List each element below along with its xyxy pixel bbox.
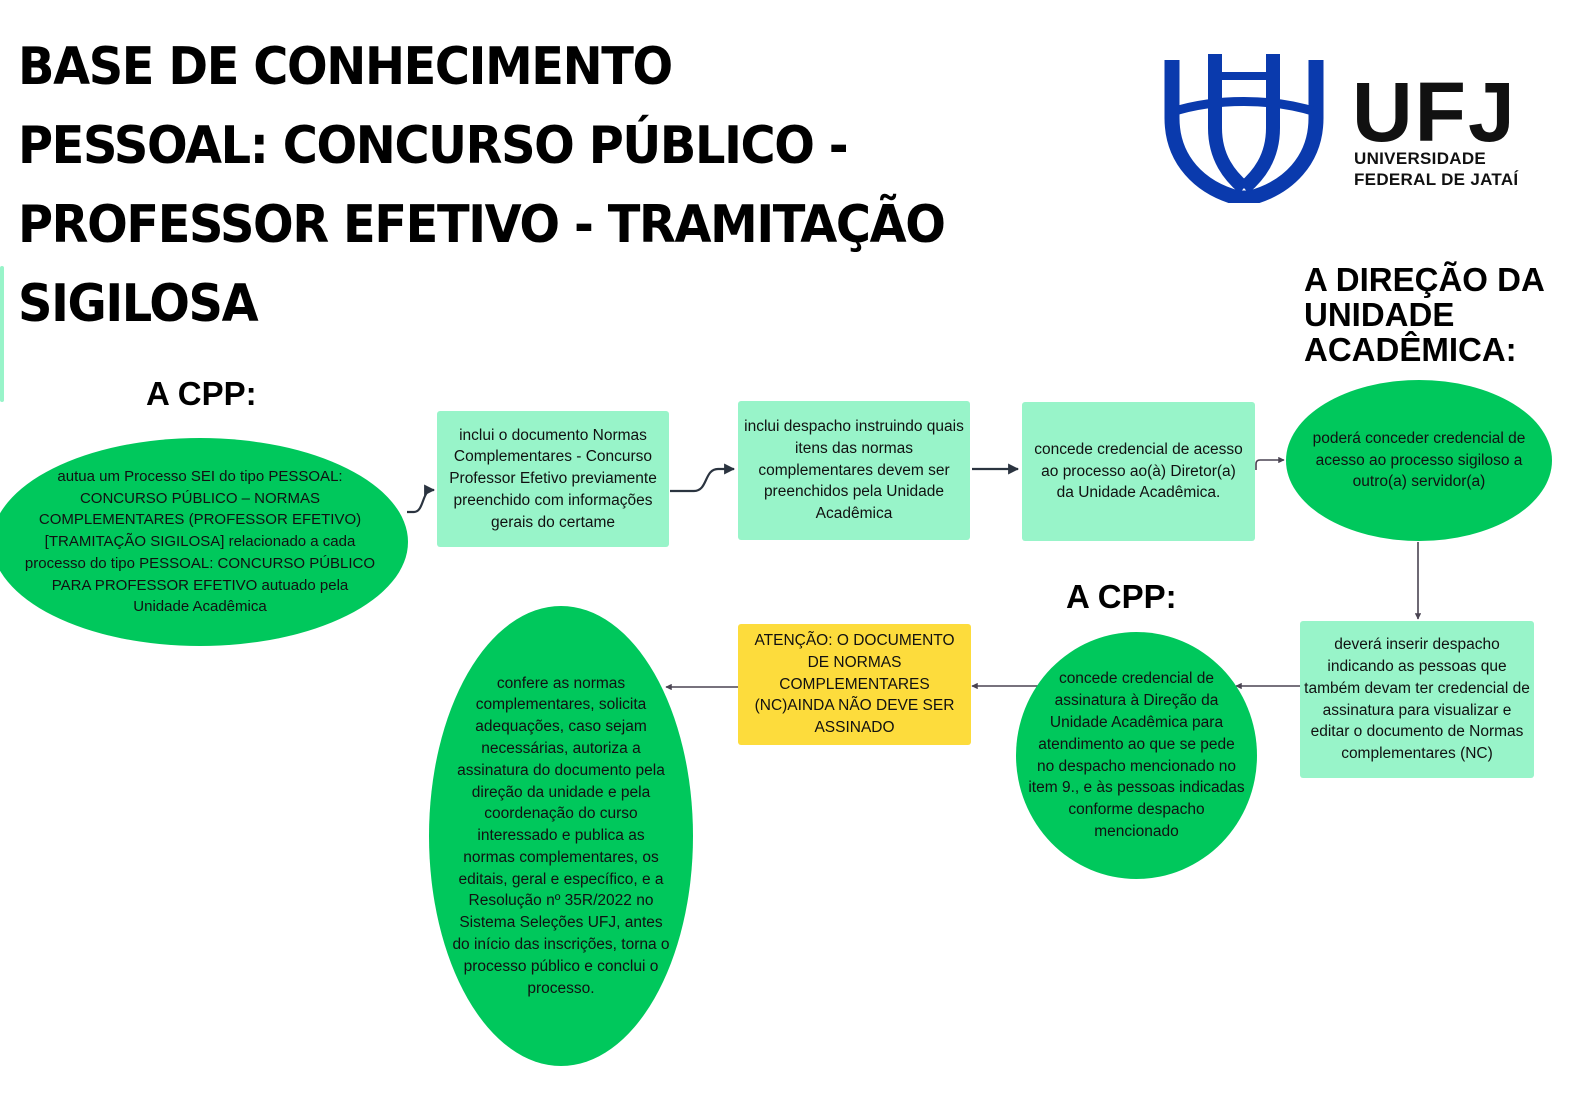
heading-direcao-line: ACADÊMICA: — [1304, 331, 1517, 368]
warning-nc-nao-assinar: ATENÇÃO: O DOCUMENTO DE NORMAS COMPLEMEN… — [738, 624, 971, 745]
logo-line1: UNIVERSIDADE — [1354, 149, 1487, 168]
edge-4-5 — [1255, 456, 1285, 470]
ufj-emblem-icon — [1164, 54, 1324, 203]
edge-2-3 — [670, 463, 736, 493]
title-line: PROFESSOR EFETIVO - TRAMITAÇÃO — [18, 195, 946, 255]
step-text: ATENÇÃO: O DOCUMENTO DE NORMAS COMPLEMEN… — [754, 632, 955, 737]
step-podera-conceder: poderá conceder credencial de acesso ao … — [1286, 380, 1552, 541]
step-text: concede credencial de assinatura à Direç… — [1028, 670, 1245, 840]
heading-cpp-first: A CPP: — [146, 375, 257, 412]
step-text: concede credencial de acesso ao processo… — [1034, 440, 1243, 502]
step-text: autua um Processo SEI do tipo PESSOAL: C… — [24, 467, 376, 616]
step-concede-credencial-assinatura: concede credencial de assinatura à Direç… — [1016, 632, 1257, 879]
step-text: poderá conceder credencial de acesso ao … — [1312, 429, 1526, 491]
step-devera-inserir-despacho: deverá inserir despacho indicando as pes… — [1300, 621, 1534, 778]
ufj-logo: UFJ UNIVERSIDADE FEDERAL DE JATAÍ — [1160, 48, 1520, 208]
step-text: confere as normas complementares, solici… — [452, 674, 670, 997]
heading-direcao-line: UNIDADE — [1304, 296, 1455, 333]
step-text: inclui despacho instruindo quais itens d… — [744, 418, 964, 523]
title-line: PESSOAL: CONCURSO PÚBLICO - — [18, 116, 849, 176]
heading-direcao: A DIREÇÃO DA UNIDADE ACADÊMICA: — [1304, 262, 1545, 367]
step-autua-processo: autua um Processo SEI do tipo PESSOAL: C… — [0, 438, 408, 646]
logo-subtitle: UNIVERSIDADE FEDERAL DE JATAÍ — [1354, 148, 1518, 190]
left-accent-bar — [0, 266, 4, 402]
logo-line2: FEDERAL DE JATAÍ — [1354, 170, 1519, 189]
title-line: SIGILOSA — [18, 274, 259, 334]
step-inclui-documento: inclui o documento Normas Complementares… — [437, 411, 669, 547]
logo-acronym: UFJ — [1352, 65, 1517, 159]
title-line: BASE DE CONHECIMENTO — [18, 37, 673, 97]
heading-direcao-line: A DIREÇÃO DA — [1304, 261, 1545, 298]
step-text: deverá inserir despacho indicando as pes… — [1304, 636, 1530, 763]
step-inclui-despacho: inclui despacho instruindo quais itens d… — [738, 401, 970, 540]
heading-cpp-second: A CPP: — [1066, 578, 1177, 615]
edge-1-2 — [407, 484, 436, 514]
step-confere-normas: confere as normas complementares, solici… — [429, 606, 693, 1066]
page-title: BASE DE CONHECIMENTO PESSOAL: CONCURSO P… — [18, 28, 1012, 344]
step-concede-credencial-acesso: concede credencial de acesso ao processo… — [1022, 402, 1255, 541]
step-text: inclui o documento Normas Complementares… — [449, 426, 657, 531]
